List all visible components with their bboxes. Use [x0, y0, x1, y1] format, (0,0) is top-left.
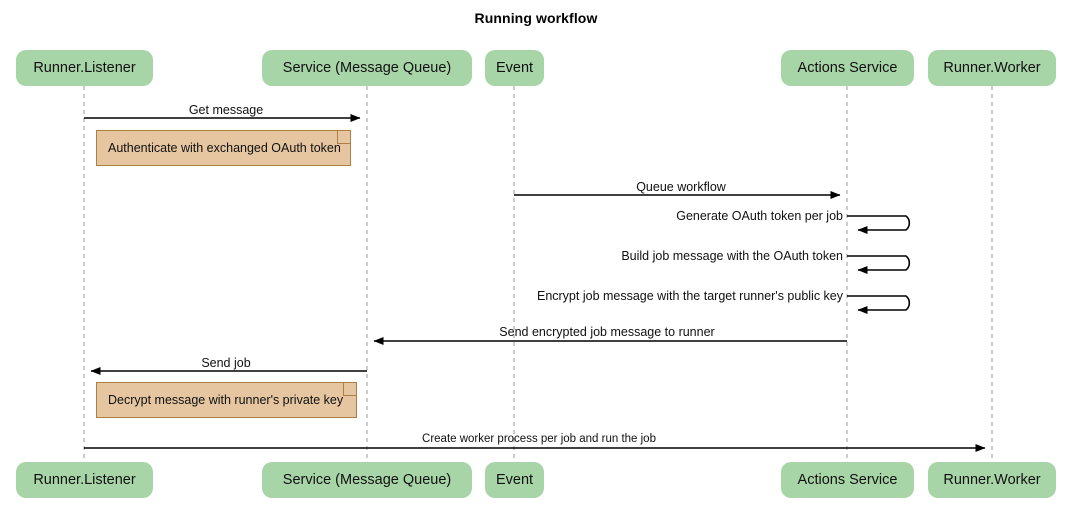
participant-top-service-message-queue[interactable]: Service (Message Queue)	[262, 50, 472, 86]
message-label-encrypt-job-message: Encrypt job message with the target runn…	[536, 289, 843, 303]
participant-top-runner-worker[interactable]: Runner.Worker	[928, 50, 1056, 86]
note-decrypt-message-with-runners-private-key: Decrypt message with runner's private ke…	[96, 382, 357, 418]
arrow-encrypt-job-message	[847, 295, 911, 314]
page-title: Running workflow	[474, 10, 598, 26]
note-text: Decrypt message with runner's private ke…	[108, 393, 344, 407]
message-label-send-encrypted-job-message: Send encrypted job message to runner	[499, 325, 715, 339]
note-fold-corner-icon	[343, 382, 357, 396]
participant-bottom-event[interactable]: Event	[485, 462, 544, 498]
arrow-generate-oauth-token	[847, 215, 911, 234]
note-authenticate-with-exchanged-oauth-token: Authenticate with exchanged OAuth token	[96, 130, 351, 166]
arrow-build-job-message	[847, 255, 911, 274]
lifelines	[83, 86, 993, 462]
message-label-queue-workflow: Queue workflow	[636, 180, 726, 194]
message-label-generate-oauth-token-per-job: Generate OAuth token per job	[676, 209, 843, 223]
message-arrows	[84, 114, 986, 452]
note-text: Authenticate with exchanged OAuth token	[108, 141, 341, 155]
participant-bottom-runner-worker[interactable]: Runner.Worker	[928, 462, 1056, 498]
participant-bottom-runner-listener[interactable]: Runner.Listener	[16, 462, 153, 498]
participant-top-event[interactable]: Event	[485, 50, 544, 86]
participant-top-actions-service[interactable]: Actions Service	[781, 50, 914, 86]
message-label-build-job-message: Build job message with the OAuth token	[621, 249, 843, 263]
note-fold-corner-icon	[337, 130, 351, 144]
message-label-send-job: Send job	[201, 356, 251, 370]
participant-top-runner-listener[interactable]: Runner.Listener	[16, 50, 153, 86]
message-label-get-message: Get message	[188, 103, 264, 117]
participant-bottom-actions-service[interactable]: Actions Service	[781, 462, 914, 498]
message-label-create-worker-process: Create worker process per job and run th…	[422, 433, 656, 445]
participant-bottom-service-message-queue[interactable]: Service (Message Queue)	[262, 462, 472, 498]
